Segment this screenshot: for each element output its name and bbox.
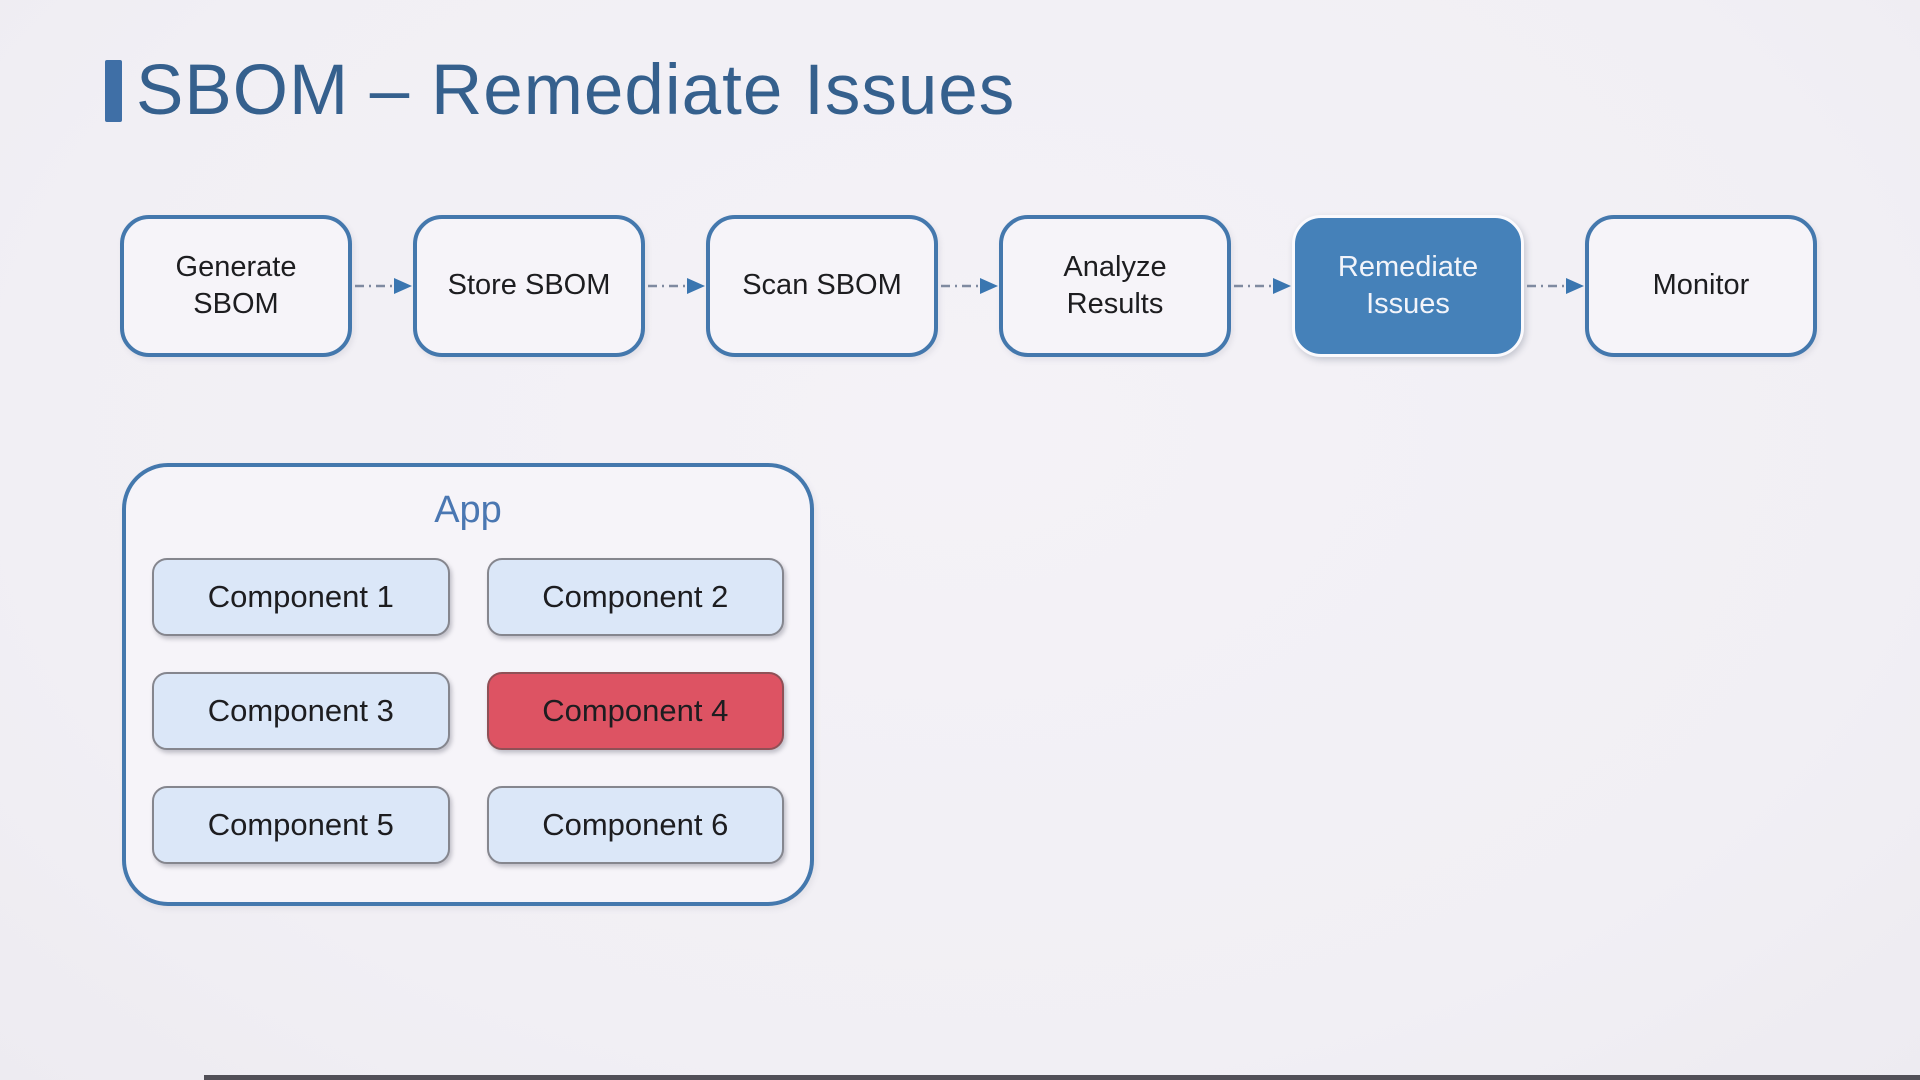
component-grid: Component 1 Component 2 Component 3 Comp…	[152, 558, 784, 864]
app-title: App	[434, 489, 502, 531]
component-chip-component-5: Component 5	[152, 786, 450, 864]
component-chip-component-2: Component 2	[486, 558, 784, 636]
bottom-edge-bar	[204, 1075, 1920, 1080]
component-chip-component-6: Component 6	[486, 786, 784, 864]
flow-step-store-sbom: Store SBOM	[413, 215, 645, 357]
component-chip-component-3: Component 3	[152, 672, 450, 750]
component-chip-component-4: Component 4	[486, 672, 784, 750]
flow-row: Generate SBOM Store SBOM Scan SBOM Analy…	[120, 215, 1817, 357]
flow-connector	[1524, 274, 1585, 298]
arrow-right-icon	[940, 278, 998, 294]
page-title: SBOM – Remediate Issues	[136, 51, 1016, 130]
component-label: Component 3	[207, 693, 394, 728]
flow-step-label: Monitor	[1652, 269, 1750, 302]
title-accent-bar	[105, 59, 122, 122]
component-label: Component 2	[542, 579, 729, 614]
title-row: SBOM – Remediate Issues	[105, 55, 1015, 126]
component-label: Component 1	[207, 579, 394, 614]
arrow-right-icon	[647, 278, 705, 294]
app-box: App Component 1 Component 2 Component 3 …	[122, 463, 814, 906]
flow-connector	[938, 274, 999, 298]
arrow-right-icon	[1233, 278, 1291, 294]
flow-step-label: Generate SBOM	[175, 250, 297, 320]
component-chip-component-1: Component 1	[152, 558, 450, 636]
component-label: Component 6	[542, 807, 729, 842]
arrow-right-icon	[354, 278, 412, 294]
flow-step-monitor: Monitor	[1585, 215, 1817, 357]
component-label: Component 4	[542, 693, 729, 728]
arrow-right-icon	[1526, 278, 1584, 294]
flow-step-label: Analyze Results	[1063, 250, 1167, 320]
flow-step-label: Remediate Issues	[1337, 250, 1479, 320]
flow-step-scan-sbom: Scan SBOM	[706, 215, 938, 357]
flow-connector	[352, 274, 413, 298]
component-label: Component 5	[207, 807, 394, 842]
flow-step-generate-sbom: Generate SBOM	[120, 215, 352, 357]
flow-connector	[645, 274, 706, 298]
flow-step-analyze-results: Analyze Results	[999, 215, 1231, 357]
flow-step-label: Scan SBOM	[742, 269, 902, 302]
flow-step-remediate-issues: Remediate Issues	[1292, 215, 1524, 357]
flow-connector	[1231, 274, 1292, 298]
flow-step-label: Store SBOM	[447, 269, 611, 302]
